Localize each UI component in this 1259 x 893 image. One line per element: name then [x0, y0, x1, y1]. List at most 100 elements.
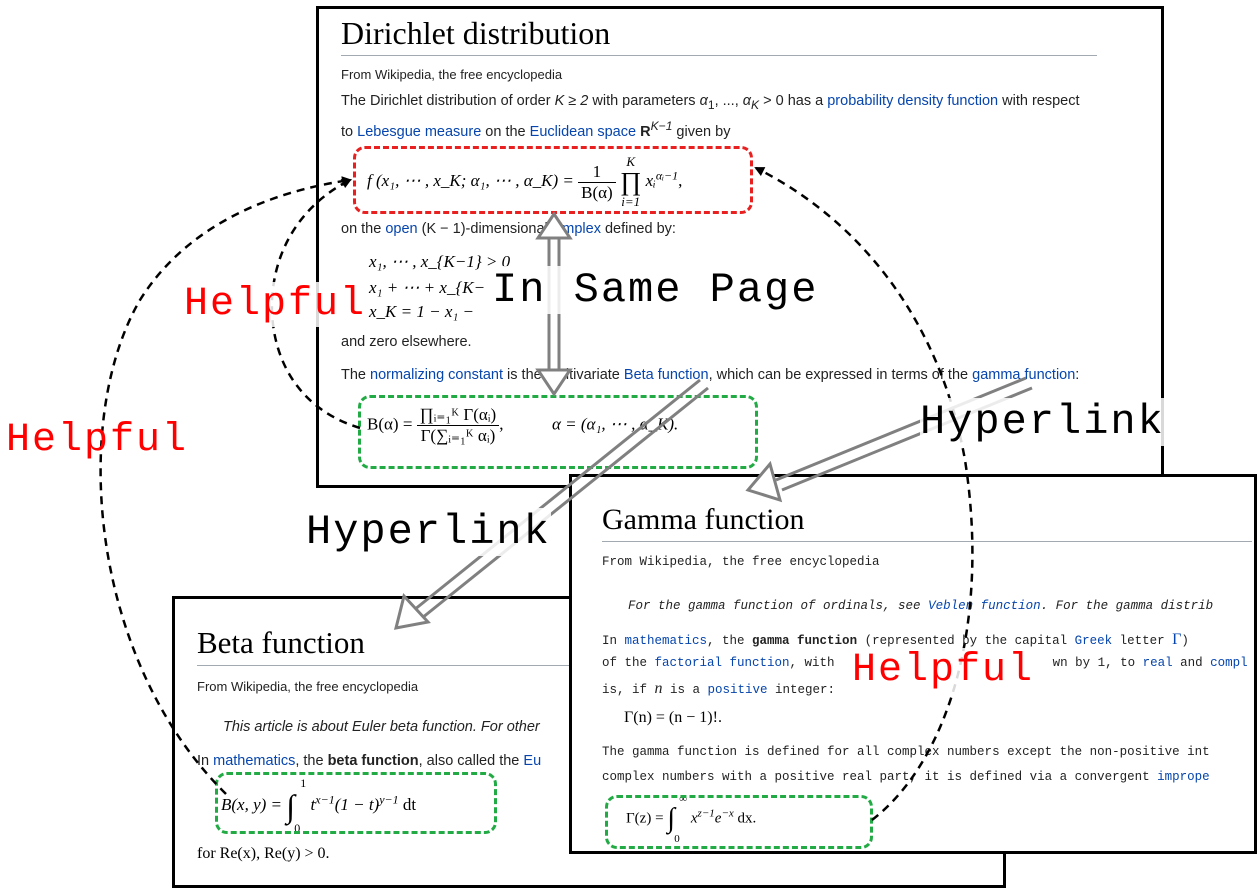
text-span: For the gamma function of ordinals, see	[628, 599, 929, 613]
dirichlet-intro-line1: The Dirichlet distribution of order K ≥ …	[341, 93, 1080, 112]
title-divider	[341, 55, 1097, 56]
link-mathematics[interactable]: mathematics	[213, 753, 296, 769]
text-span: The	[341, 367, 371, 383]
text-span: The Dirichlet distribution of order	[341, 93, 555, 109]
integral-operator: 1∫0	[286, 777, 306, 835]
beta-title: Beta function	[197, 625, 365, 660]
beta-condition: for Re(x), Re(y) > 0.	[197, 845, 330, 862]
formula-tail: dx.	[733, 810, 757, 827]
gamma-intro-line3: is, if n is a positive integer:	[602, 680, 835, 698]
formula-exponent: αᵢ−1	[655, 168, 679, 183]
condition-2: x₁ + ⋯ + x_{K−	[369, 278, 486, 297]
text-span: integer:	[767, 683, 836, 697]
formula-exponent: x−1	[315, 792, 335, 807]
text-span: α	[699, 93, 708, 109]
text-span: to	[341, 123, 358, 140]
text-span: , ...,	[714, 93, 743, 109]
label-helpful-outer: Helpful	[6, 418, 189, 463]
formula-exponent: z−1	[697, 807, 715, 820]
link-real[interactable]: real	[1142, 656, 1173, 670]
link-complex[interactable]: compl	[1210, 656, 1248, 670]
integral-operator: ∞∫0	[667, 793, 687, 845]
helpful-arrow-inner	[270, 178, 361, 430]
beta-subtitle: From Wikipedia, the free encyclopedia	[197, 679, 419, 694]
link-euclidean-space[interactable]: Euclidean space	[529, 123, 637, 140]
condition-3: x_K = 1 − x₁ −	[369, 302, 475, 321]
link-greek[interactable]: Greek	[1074, 634, 1113, 648]
link-euler[interactable]: Eu	[523, 753, 542, 769]
formula-body: t	[310, 794, 316, 814]
text-span: R	[636, 123, 651, 140]
text-span: . For the gamma distrib	[1040, 599, 1214, 613]
product-operator: K∏i=1	[620, 155, 641, 209]
integral-lower-limit: 0	[674, 833, 680, 845]
text-span: complex numbers with a positive real par…	[602, 770, 1158, 784]
integral-upper-limit: 1	[300, 776, 307, 790]
link-factorial-function[interactable]: factorial function	[654, 656, 790, 670]
text-span: letter	[1112, 634, 1173, 648]
text-span: , the	[707, 634, 753, 648]
text-span: K ≥ 2	[554, 93, 589, 109]
label-helpful-inner: Helpful	[184, 282, 367, 327]
dirichlet-simplex-line: on the open (K − 1)-dimensional simplex …	[341, 221, 676, 237]
text-span: 1	[707, 97, 715, 112]
text-span: with parameters	[588, 93, 700, 109]
fraction-numerator: 1	[578, 162, 616, 183]
integral-symbol: ∫	[286, 788, 296, 824]
formula-body: (1 − t)	[334, 794, 380, 814]
text-span: K−1	[650, 119, 673, 133]
label-in-same-page: In Same Page	[492, 266, 819, 314]
text-span: In	[602, 634, 625, 648]
gamma-factorial-formula: Γ(n) = (n − 1)!.	[624, 709, 722, 726]
text-span: (represented by the capital	[857, 634, 1075, 648]
formula-tail: dt	[398, 794, 417, 814]
text-span: on the	[481, 123, 530, 140]
text-span: is a	[662, 683, 708, 697]
text-span: , which can be expressed in terms of the	[708, 367, 973, 383]
link-open[interactable]: open	[385, 221, 418, 237]
text-span: and	[1172, 656, 1211, 670]
formula-lhs: B(α) =	[367, 414, 413, 434]
text-span: defined by:	[600, 221, 676, 237]
formula-body: x	[690, 810, 698, 827]
link-veblen-function[interactable]: Veblen function	[928, 599, 1041, 613]
text-span: of the	[602, 656, 655, 670]
text-span: K	[751, 97, 760, 112]
title-divider	[602, 541, 1252, 542]
in-same-page-double-arrow	[535, 211, 573, 397]
link-positive[interactable]: positive	[707, 683, 768, 697]
beta-hatnote: This article is about Euler beta functio…	[223, 719, 540, 735]
link-probability-density-function[interactable]: probability density function	[827, 93, 999, 109]
text-span: , also called the	[418, 753, 524, 769]
formula-body: e	[714, 810, 722, 827]
formula-lhs: f (x₁, ⋯ , x_K; α₁, ⋯ , α_K) =	[367, 170, 574, 190]
link-mathematics[interactable]: mathematics	[624, 634, 708, 648]
label-helpful-gamma: Helpful	[852, 648, 1035, 693]
text-span: , the	[295, 753, 328, 769]
fraction-numerator: ∏ᵢ₌₁ᴷ Γ(αᵢ)	[416, 405, 500, 426]
fraction-denominator: Γ(∑ᵢ₌₁ᴷ αᵢ)	[420, 426, 496, 445]
helpful-arrow-gamma	[754, 166, 974, 821]
beta-integral-highlight-box	[215, 772, 497, 834]
link-gamma-function[interactable]: gamma function	[972, 367, 1076, 383]
text-span: gamma function	[752, 634, 858, 648]
hyperlink-arrow-gamma	[745, 376, 1033, 503]
multivariate-beta-highlight-box	[358, 395, 758, 469]
label-hyperlink-left: Hyperlink	[306, 508, 551, 556]
hyperlink-arrow-beta	[393, 378, 709, 630]
dirichlet-intro-line2: to Lebesgue measure on the Euclidean spa…	[341, 119, 730, 140]
multivariate-beta-formula: B(α) = ∏ᵢ₌₁ᴷ Γ(αᵢ)Γ(∑ᵢ₌₁ᴷ αᵢ), α = (α₁, …	[367, 405, 678, 446]
text-span: α	[742, 93, 752, 109]
formula-exponent: −x	[721, 807, 734, 820]
formula-tail: ,	[678, 170, 683, 190]
formula-exponent: y−1	[379, 792, 399, 807]
formula-rhs: α = (α₁, ⋯ , α_K).	[551, 414, 679, 434]
link-improper[interactable]: imprope	[1157, 770, 1210, 784]
link-lebesgue-measure[interactable]: Lebesgue measure	[357, 123, 482, 140]
link-normalizing-constant[interactable]: normalizing constant	[370, 367, 504, 383]
link-beta-function[interactable]: Beta function	[623, 367, 709, 383]
dirichlet-density-highlight-box	[353, 146, 753, 214]
text-span: :	[1075, 367, 1080, 383]
product-lower-limit: i=1	[621, 194, 641, 209]
